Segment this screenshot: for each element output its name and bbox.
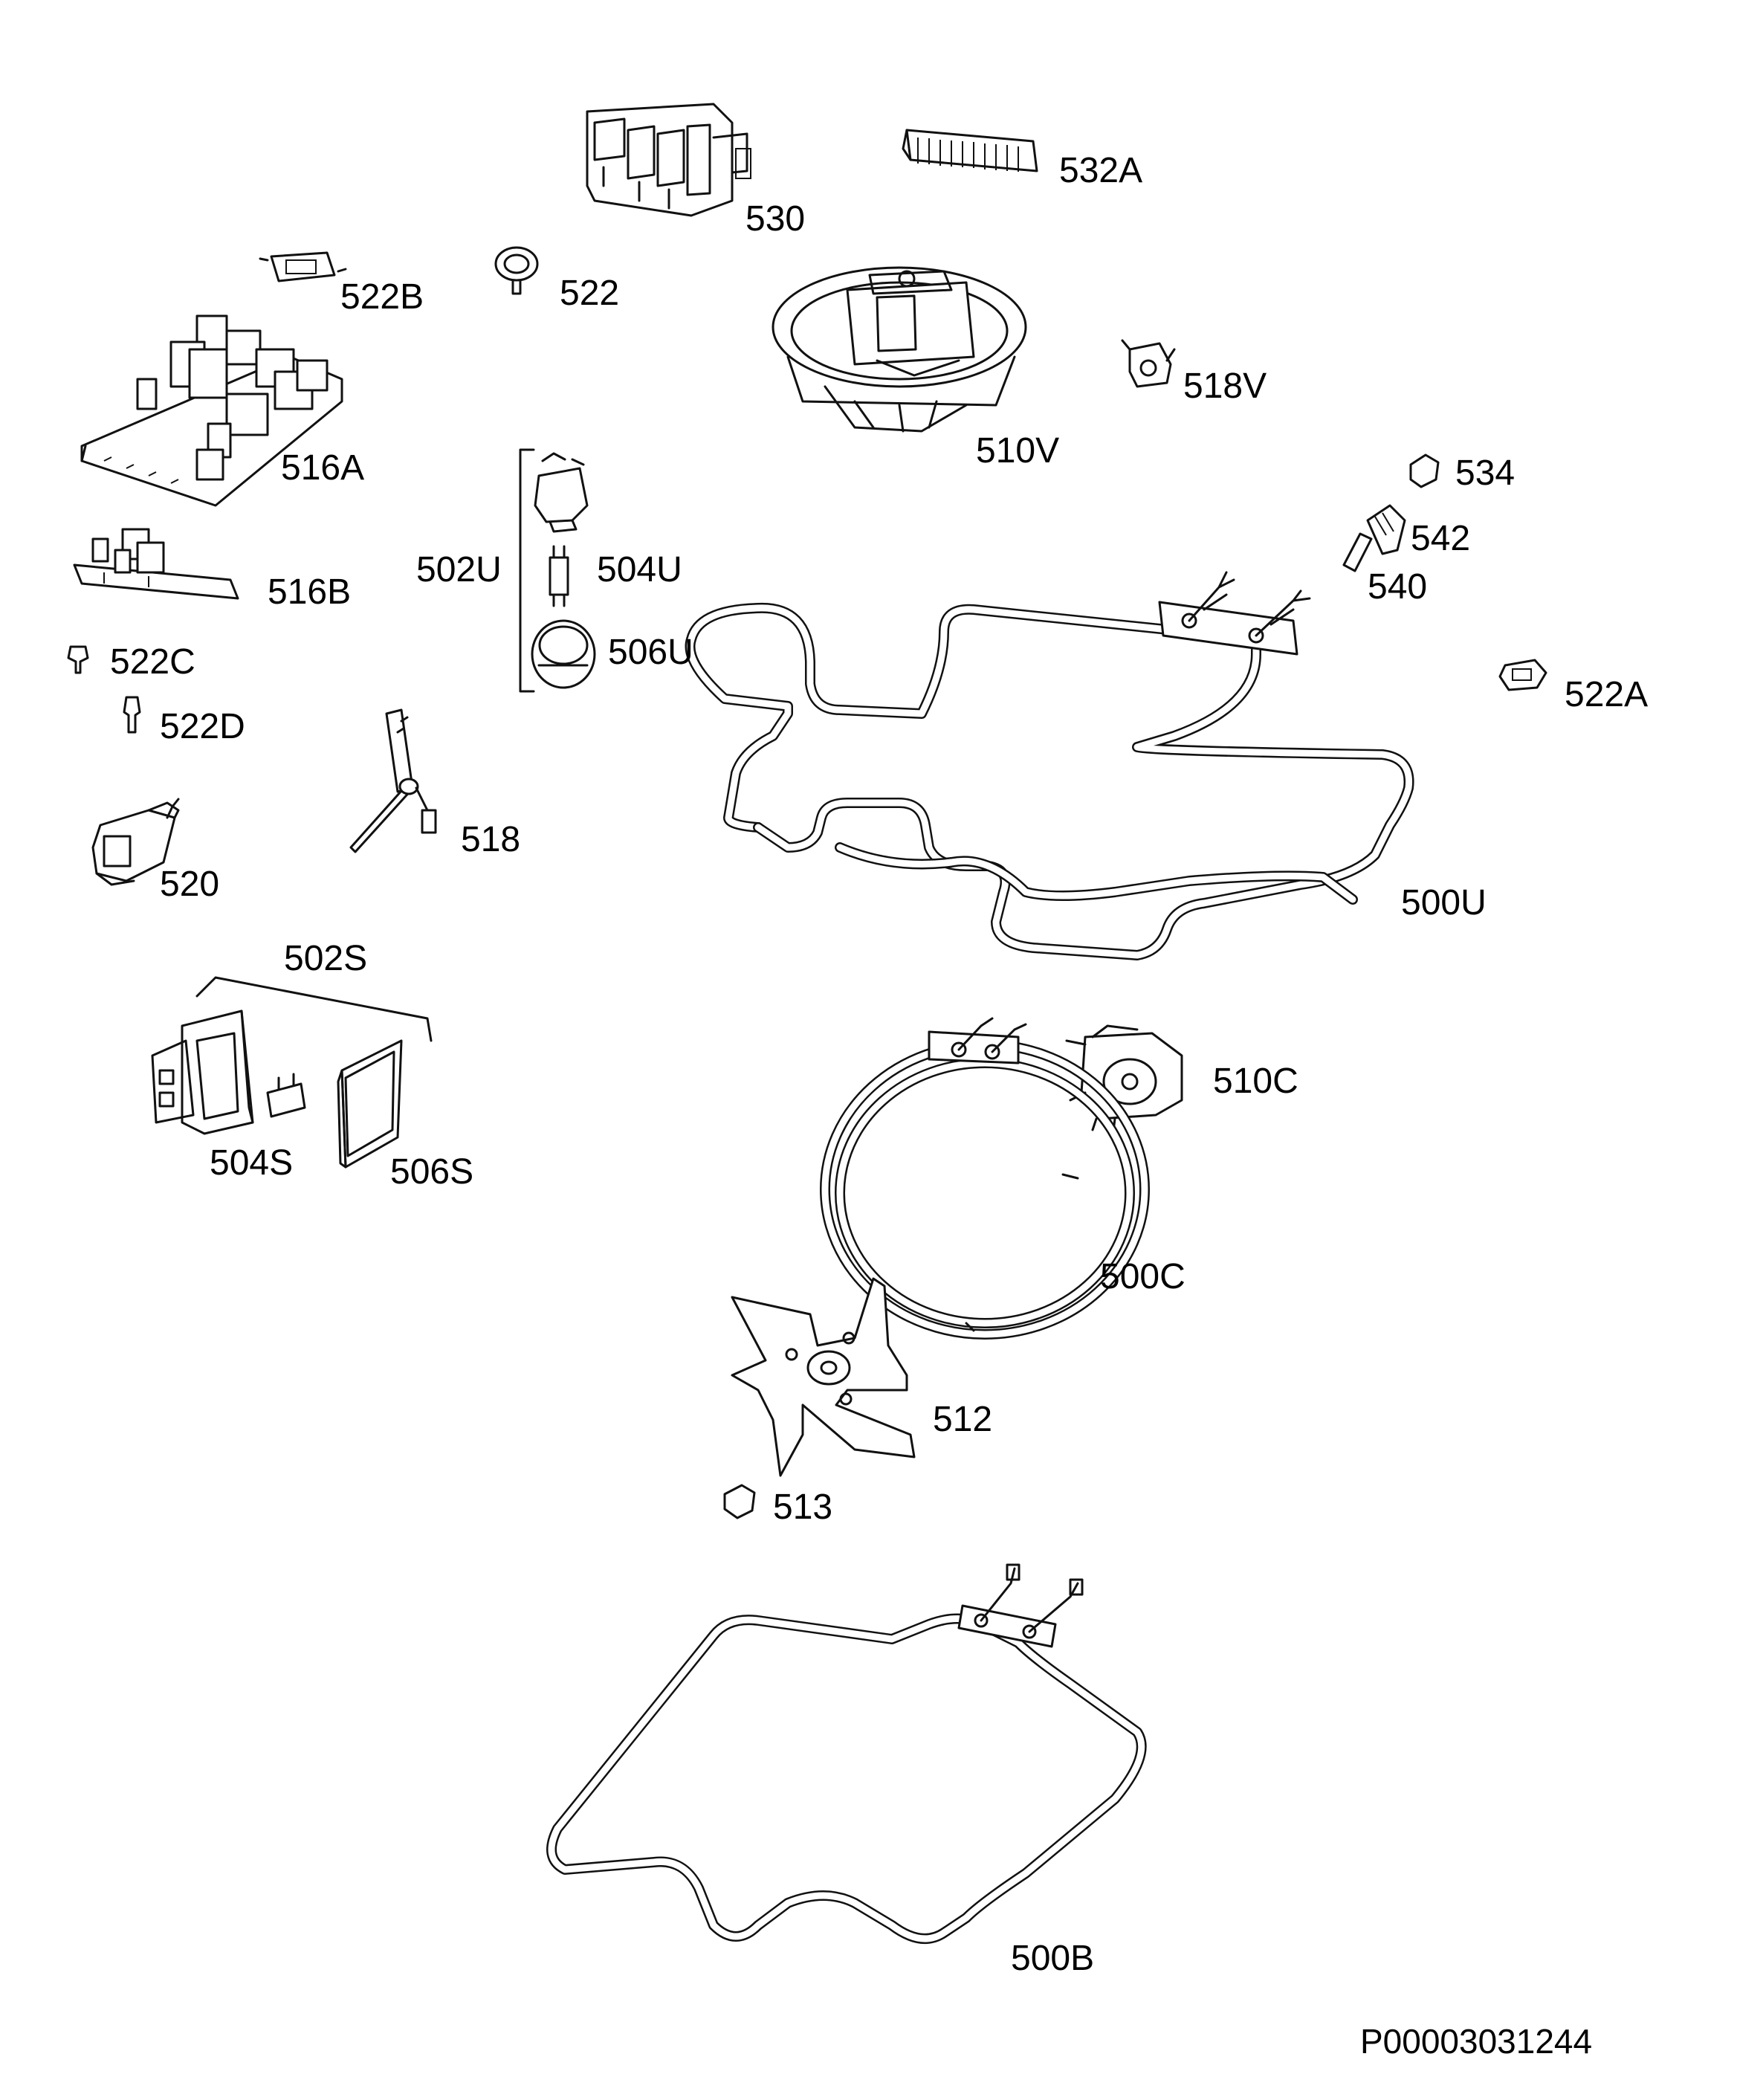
label-522d: 522D	[160, 707, 245, 746]
label-516a: 516A	[281, 448, 364, 488]
drawing-code: P00003031244	[1360, 2022, 1592, 2061]
label-534: 534	[1455, 453, 1515, 493]
label-500b: 500B	[1011, 1939, 1094, 1978]
label-540: 540	[1368, 567, 1427, 607]
part-522b-drawing	[259, 251, 347, 282]
label-510c: 510C	[1213, 1062, 1298, 1101]
label-504u: 504U	[597, 550, 682, 589]
part-500u-drawing	[685, 571, 1414, 960]
part-518-drawing	[349, 708, 437, 853]
label-522c: 522C	[110, 642, 195, 682]
label-522a: 522A	[1565, 675, 1648, 714]
part-504s-drawing	[266, 1073, 306, 1118]
part-540-drawing	[1342, 532, 1373, 572]
label-500u: 500U	[1401, 883, 1487, 923]
label-530: 530	[745, 199, 805, 239]
label-532a: 532A	[1059, 151, 1142, 190]
part-516b-drawing	[73, 528, 239, 600]
part-504u-drawing	[549, 545, 569, 607]
label-510v: 510V	[976, 431, 1059, 471]
part-516a-drawing	[80, 314, 343, 507]
part-513-drawing	[723, 1484, 756, 1519]
label-542: 542	[1411, 519, 1470, 558]
part-502u-bracket	[519, 448, 535, 693]
label-504s: 504S	[210, 1143, 293, 1183]
label-502s: 502S	[284, 939, 367, 978]
part-522a-drawing	[1498, 659, 1547, 691]
part-542-drawing	[1366, 504, 1406, 555]
part-500c-drawing	[820, 1017, 1150, 1340]
label-516b: 516B	[268, 572, 351, 612]
label-506s: 506S	[390, 1152, 473, 1192]
label-506u: 506U	[608, 633, 693, 672]
part-522c-drawing	[67, 645, 89, 674]
part-502s-bracket	[195, 976, 433, 1042]
part-500b-drawing	[546, 1563, 1147, 1944]
label-518v: 518V	[1183, 366, 1267, 406]
label-522b: 522B	[340, 277, 424, 317]
label-513: 513	[773, 1487, 832, 1527]
part-512-drawing	[731, 1277, 916, 1477]
label-520: 520	[160, 865, 219, 904]
label-500c: 500C	[1100, 1257, 1186, 1296]
part-520-drawing	[91, 798, 180, 886]
part-522-drawing	[494, 246, 539, 295]
label-502u: 502U	[416, 550, 502, 589]
part-510v-drawing	[772, 266, 1027, 433]
part-502s-drawing	[151, 1009, 254, 1135]
label-512: 512	[933, 1400, 992, 1439]
part-532a-drawing	[902, 129, 1038, 172]
part-506s-drawing	[337, 1039, 403, 1169]
label-522: 522	[560, 274, 619, 313]
label-518: 518	[461, 820, 520, 859]
part-534-drawing	[1409, 453, 1440, 488]
part-506u-drawing	[531, 619, 596, 689]
part-530-drawing	[586, 103, 751, 217]
part-522d-drawing	[123, 696, 141, 734]
part-518v-drawing	[1121, 339, 1176, 388]
part-502u-drawing	[534, 452, 589, 533]
